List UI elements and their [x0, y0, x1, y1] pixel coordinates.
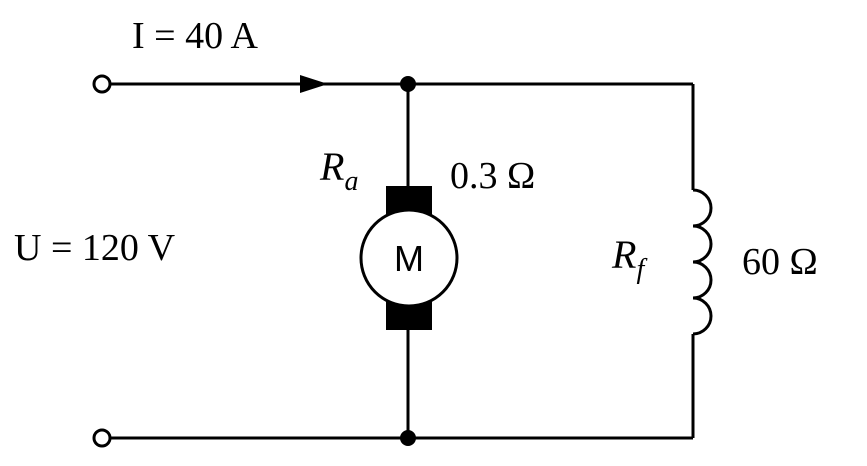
field-resistance-symbol: Rf	[611, 232, 647, 285]
field-coil-icon	[692, 188, 713, 336]
current-label: I = 40 A	[132, 15, 258, 57]
bottom-terminal	[92, 428, 112, 448]
armature-resistance-symbol: Ra	[319, 144, 358, 197]
current-arrow-icon	[300, 75, 328, 93]
voltage-label: U = 120 V	[14, 227, 176, 269]
motor-body	[359, 208, 459, 308]
armature-resistance-value: 0.3 Ω	[450, 155, 535, 197]
motor-icon: M	[359, 186, 459, 330]
top-terminal	[92, 74, 112, 94]
motor-letter: M	[394, 238, 424, 279]
field-resistance-value: 60 Ω	[742, 241, 818, 283]
